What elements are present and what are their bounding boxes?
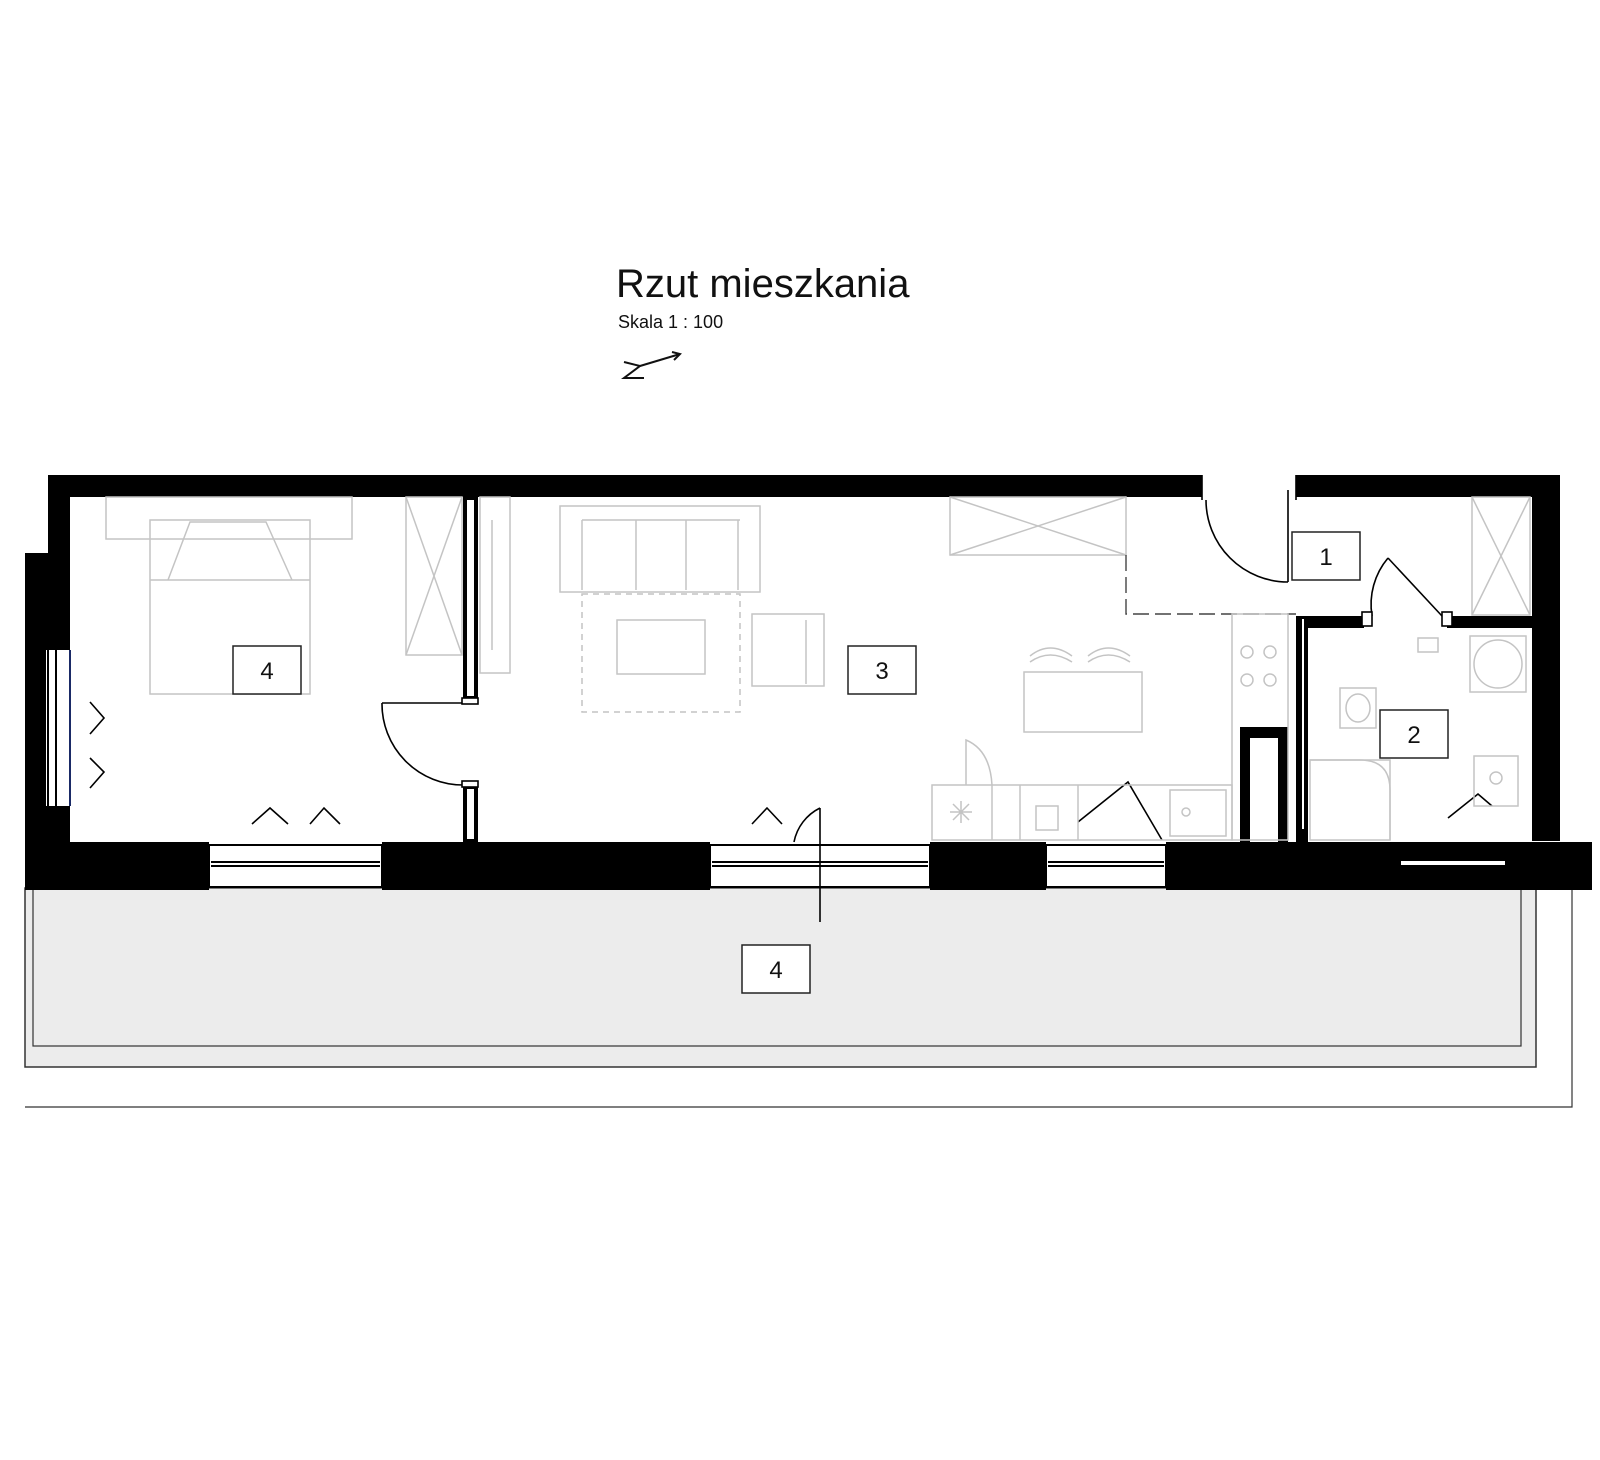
room-number-1: 1 [1319, 544, 1332, 571]
room-number-4-terrace: 4 [769, 957, 782, 984]
room-label-4-bedroom: 4 [232, 645, 302, 695]
room-label-1: 1 [1291, 531, 1361, 581]
window-openings [89, 701, 1493, 841]
walls [25, 475, 1592, 890]
window-left [46, 650, 72, 806]
doors [381, 475, 1453, 922]
terrace [24, 887, 1573, 1108]
wall-cavities [467, 500, 1304, 842]
room-number-2: 2 [1407, 722, 1420, 749]
room-number-3: 3 [875, 658, 888, 685]
room-label-3: 3 [847, 645, 917, 695]
room-number-4-bedroom: 4 [260, 658, 273, 685]
bath-window [1399, 859, 1507, 867]
north-arrow-icon [621, 351, 682, 379]
room-label-2: 2 [1379, 709, 1449, 759]
plan-scale: Skala 1 : 100 [618, 312, 724, 332]
plan-title: Rzut mieszkania [616, 262, 910, 306]
room-label-4-terrace: 4 [741, 944, 811, 994]
furniture [105, 496, 1531, 841]
